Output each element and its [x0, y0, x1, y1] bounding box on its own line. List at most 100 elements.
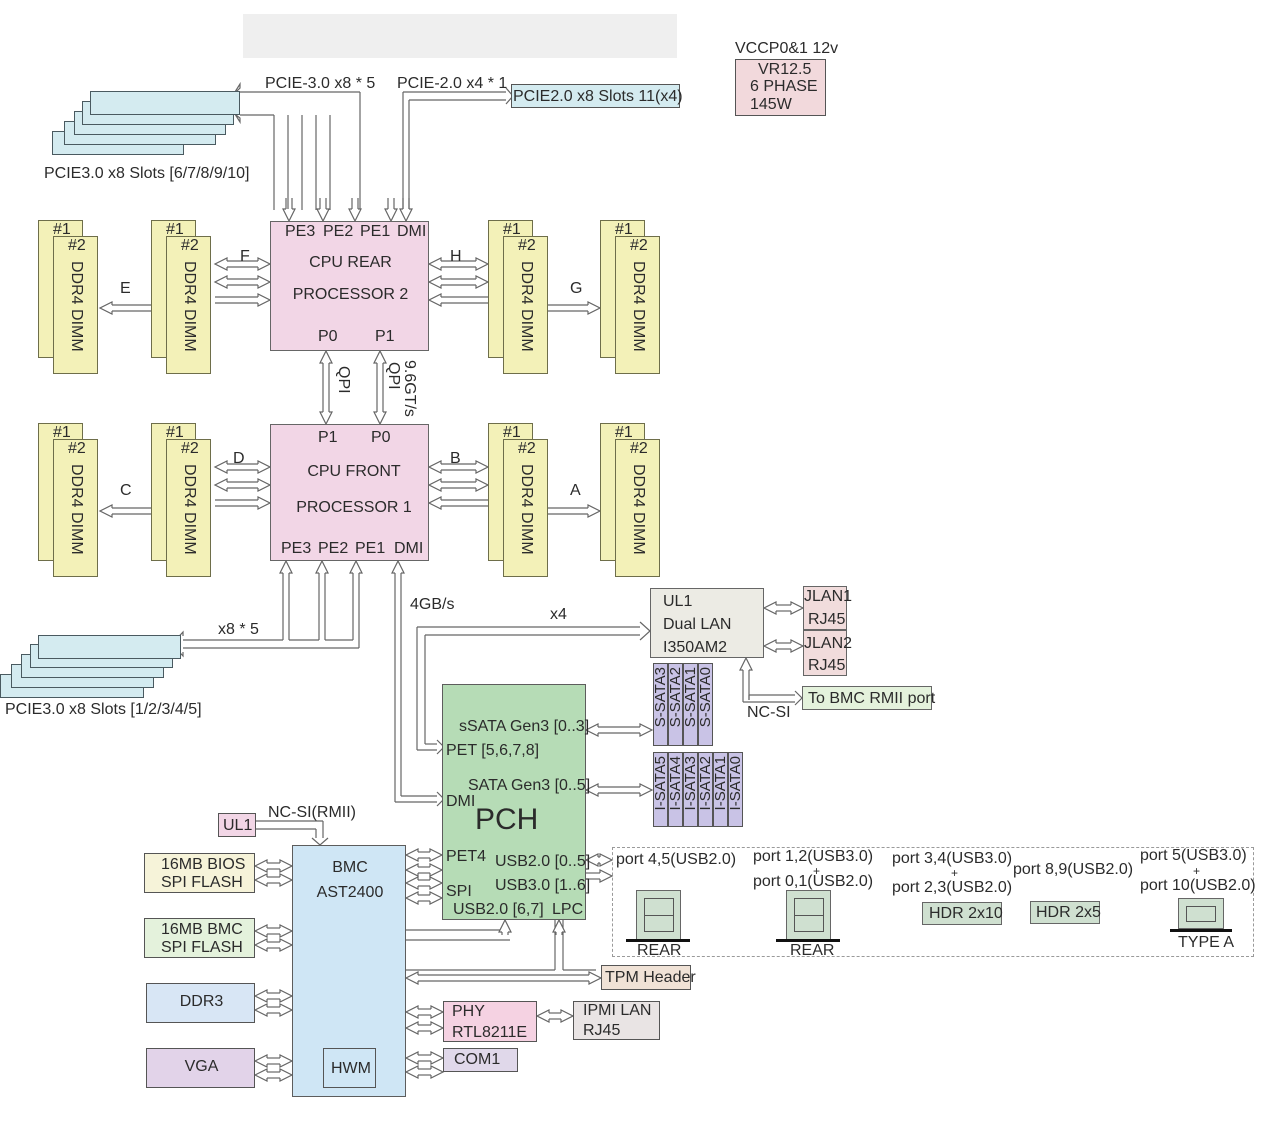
channel-f-label: F	[240, 248, 250, 265]
arrow-up-icon	[349, 559, 363, 574]
usb-base-line	[776, 939, 840, 942]
arrow-left-icon	[404, 1065, 419, 1079]
cpu-front-port-p1: P1	[318, 429, 338, 446]
arrow-down-icon	[319, 411, 333, 426]
pcie2-slot: PCIE2.0 x8 Slots 11(x4)	[511, 84, 683, 108]
arrow-down-icon	[373, 411, 387, 426]
usb-rear-label-1: REAR	[637, 942, 682, 959]
usb-port-4-5-label: port 4,5(USB2.0)	[616, 851, 737, 868]
jlan1-type: RJ45	[808, 611, 846, 628]
vr-line-1: VR12.5	[758, 61, 812, 78]
arrow-left-icon	[762, 601, 777, 615]
channel-e-label: E	[120, 280, 131, 297]
arrow-right-icon	[430, 1065, 445, 1079]
top-pcie-slots-label: PCIE3.0 x8 Slots [6/7/8/9/10]	[44, 165, 250, 182]
arrow-right-icon	[279, 924, 294, 938]
arrow-up-icon	[315, 559, 329, 574]
ddr3-block: DDR3	[146, 983, 255, 1023]
arrow-right-icon	[790, 601, 805, 615]
usb-rear-connector-2	[786, 890, 831, 940]
arrow-right-icon	[430, 1051, 445, 1065]
pch-lpc-port: LPC	[552, 901, 584, 918]
bmc-spi-flash: 16MB BMC SPI FLASH	[144, 918, 255, 958]
usb-port-5-label: port 5(USB3.0)	[1140, 847, 1247, 864]
ul1-label: UL1	[223, 817, 253, 834]
sata-port: I-SATA3	[682, 752, 699, 827]
arrow-left-icon	[427, 496, 442, 510]
dmi-speed-label: 4GB/s	[410, 596, 455, 613]
cpu-rear-line1: CPU REAR	[309, 254, 392, 271]
pch-pet4-port: PET4	[446, 848, 487, 865]
arrow-left-icon	[584, 853, 599, 867]
ipmi-lan-port: IPMI LAN RJ45	[573, 1001, 660, 1040]
pcie2-bus-label: PCIE-2.0 x4 * 1	[397, 75, 508, 92]
bmc-flash-line1: 16MB BMC	[161, 921, 243, 938]
vga-label: VGA	[184, 1058, 219, 1075]
dimm-slot-1-label: #1	[503, 424, 521, 441]
arrow-right-icon	[639, 621, 651, 641]
arrow-right-icon	[279, 873, 294, 887]
dimm-label: DDR4 DIMM	[518, 464, 535, 555]
phy-line2: RTL8211E	[452, 1024, 528, 1041]
arrow-right-icon	[475, 257, 490, 271]
arrow-left-icon	[404, 863, 419, 877]
sata-port-label: S-SATA2	[667, 667, 684, 728]
qpi-label-right: QPI	[385, 362, 402, 390]
dimm-slot-1-label: #1	[503, 221, 521, 238]
arrow-right-icon	[587, 504, 602, 518]
arrow-up-icon	[373, 349, 387, 364]
arrow-left-icon	[427, 460, 442, 474]
ipmi-line1: IPMI LAN	[583, 1002, 652, 1019]
arrow-left-icon	[213, 257, 228, 271]
cpu-front: P1 P0 CPU FRONT PROCESSOR 1 PE3 PE2 PE1 …	[270, 424, 429, 561]
arrow-down-icon	[399, 208, 413, 223]
usb-slot-divider	[644, 915, 674, 916]
cpu-rear-port-pe2: PE2	[323, 223, 354, 240]
arrow-right-icon	[790, 639, 805, 653]
sata-port-label: I-SATA4	[667, 756, 684, 811]
bottom-pcie-bus-label: x8 * 5	[218, 621, 259, 638]
dimm-label: DDR4 DIMM	[181, 261, 198, 352]
top-pcie-bus-label: PCIE-3.0 x8 * 5	[265, 75, 376, 92]
phy-line1: PHY	[452, 1003, 485, 1020]
cpu-front-port-pe3: PE3	[281, 540, 312, 557]
arrow-right-icon	[794, 690, 803, 706]
bottom-pcie-slots-label: PCIE3.0 x8 Slots [1/2/3/4/5]	[5, 701, 202, 718]
dimm-label: DDR4 DIMM	[630, 464, 647, 555]
pch-title: PCH	[475, 803, 539, 836]
arrow-up-icon	[739, 656, 753, 671]
usb-rear-connector-1	[636, 890, 681, 940]
vga-block: VGA	[146, 1048, 255, 1088]
pch-chip: sSATA Gen3 [0..3] PET [5,6,7,8] SATA Gen…	[442, 684, 590, 920]
channel-a-label: A	[570, 482, 581, 499]
arrow-left-icon	[404, 1021, 419, 1035]
pch-pet-port: PET [5,6,7,8]	[446, 742, 540, 759]
hwm-label: HWM	[331, 1060, 371, 1077]
vr-line-3: 145W	[750, 96, 792, 113]
arrow-down-icon	[282, 208, 296, 223]
arrow-down-icon	[348, 208, 362, 223]
usb-type-a-label: TYPE A	[1178, 934, 1235, 951]
cpu-rear-line2: PROCESSOR 2	[292, 286, 409, 303]
arrow-right-icon	[429, 876, 444, 890]
dimm-slot-2-label: #2	[630, 440, 648, 457]
arrow-left-icon	[404, 971, 419, 985]
arrow-up-icon	[279, 559, 293, 574]
bmc-rmii-port: To BMC RMII port	[802, 686, 935, 710]
arrow-left-icon	[253, 938, 268, 952]
vr-caption: VCCP0&1 12v	[735, 40, 839, 57]
sata-port-label: S-SATA0	[697, 667, 714, 728]
lan-link-label: x4	[550, 606, 567, 623]
dimm-slot-2-label: #2	[518, 237, 536, 254]
cpu-front-port-p0: P0	[371, 429, 391, 446]
usb-plus: +	[951, 866, 959, 880]
arrow-right-icon	[560, 1009, 575, 1023]
